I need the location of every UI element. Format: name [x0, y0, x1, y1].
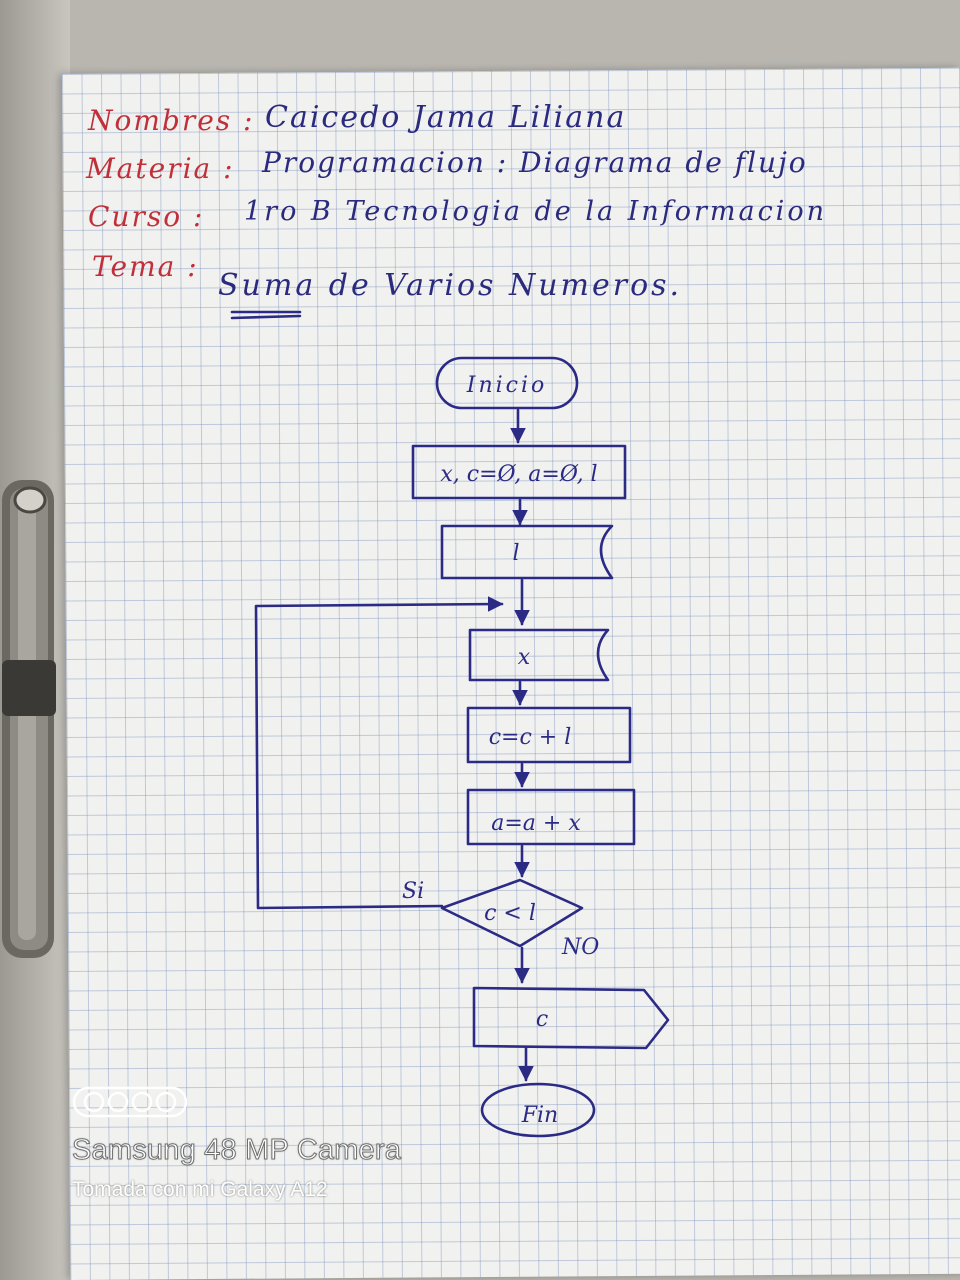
camera-lens-icon [72, 1086, 188, 1118]
input-x-text: x [518, 645, 531, 670]
end-text: Fin [521, 1103, 558, 1128]
no-label: NO [561, 935, 599, 960]
input-x-shape [468, 628, 610, 682]
output-shape [472, 986, 670, 1050]
nombres-value: Caicedo Jama Liliana [265, 100, 627, 135]
start-terminal [435, 356, 579, 410]
camera-watermark: Samsung 48 MP Camera Tomada con mi Galax… [71, 1086, 492, 1206]
curso-value: 1ro B Tecnologia de la Informacion [244, 196, 827, 227]
yes-label: Si [402, 879, 424, 904]
tema-label: Tema : [92, 250, 199, 283]
nombres-label: Nombres : [88, 104, 255, 137]
accumulator-text: a=a + x [491, 811, 581, 836]
init-process [411, 444, 627, 500]
loop-back-line [254, 602, 502, 910]
output-text: c [536, 1007, 548, 1032]
curso-label: Curso : [88, 200, 205, 233]
device-text: Tomada con mi Galaxy A12 [72, 1178, 328, 1201]
start-text: Inicio [466, 373, 548, 398]
materia-value: Programacion : Diagrama de flujo [262, 146, 808, 179]
tema-value: Suma de Varios Numeros. [218, 268, 683, 303]
end-terminal [480, 1082, 596, 1138]
decision-text: c < l [484, 901, 536, 926]
tema-underline-2 [230, 314, 302, 320]
camera-model-text: Samsung 48 MP Camera [71, 1134, 402, 1167]
input-l-shape [440, 524, 614, 580]
counter-process [466, 706, 632, 764]
decision-diamond [440, 878, 584, 948]
init-text: x, c=Ø, a=Ø, l [440, 462, 597, 487]
counter-text: c=c + l [489, 725, 572, 750]
binder-clip [2, 480, 56, 958]
accumulator-process [466, 788, 636, 846]
materia-label: Materia : [86, 152, 235, 185]
input-l-text: l [512, 541, 519, 566]
